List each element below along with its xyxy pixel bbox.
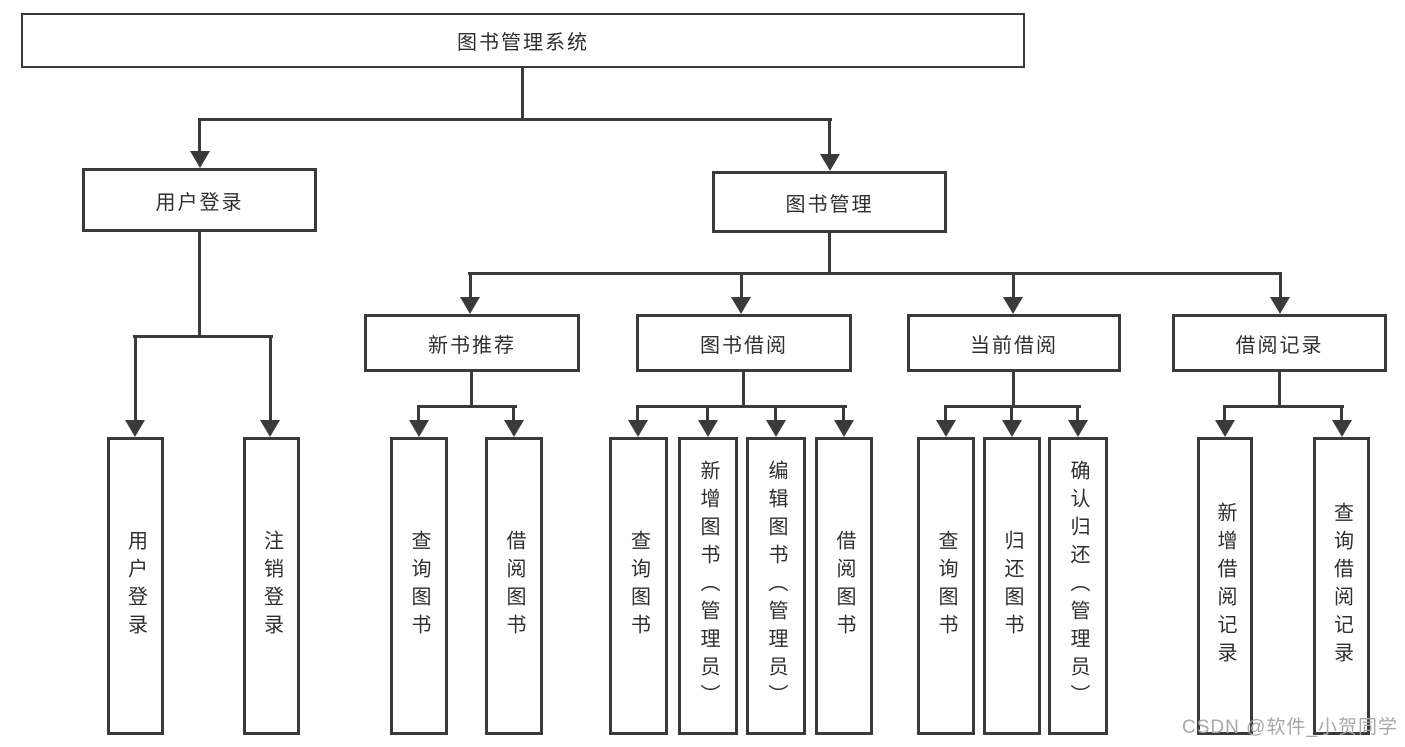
leaf-user-login: 用户登录: [107, 437, 164, 735]
connector-line: [828, 233, 831, 272]
connector-line: [944, 405, 947, 420]
arrowhead-icon: [1270, 297, 1290, 314]
arrowhead-icon: [628, 420, 648, 437]
node-label: 新增借阅记录: [1214, 502, 1236, 670]
connector-line: [842, 405, 845, 420]
node-label: 查询图书: [627, 530, 650, 642]
node-label: 编辑图书（管理员）: [765, 460, 787, 712]
node-borrowing-records: 借阅记录: [1172, 314, 1387, 372]
connector-line: [417, 405, 517, 408]
connector-line: [1223, 405, 1226, 420]
connector-line: [198, 118, 832, 121]
node-user-login: 用户登录: [82, 168, 317, 232]
arrowhead-icon: [1332, 420, 1352, 437]
connector-line: [468, 272, 1282, 275]
node-label: 注销登录: [260, 530, 283, 642]
connector-line: [1279, 272, 1282, 297]
leaf-query-books: 查询图书: [390, 437, 448, 735]
arrowhead-icon: [190, 151, 210, 168]
leaf-add-borrow-record: 新增借阅记录: [1197, 437, 1253, 735]
connector-line: [742, 372, 745, 405]
connector-line: [269, 335, 272, 420]
connector-line: [198, 232, 201, 335]
node-label: 新书推荐: [428, 334, 516, 357]
arrowhead-icon: [936, 420, 956, 437]
node-label: 当前借阅: [970, 334, 1058, 357]
arrowhead-icon: [260, 420, 280, 437]
node-label: 归还图书: [1001, 530, 1023, 642]
connector-line: [774, 405, 777, 420]
arrowhead-icon: [820, 154, 840, 171]
leaf-add-books-admin: 新增图书（管理员）: [678, 437, 738, 735]
connector-line: [1223, 405, 1344, 408]
arrowhead-icon: [834, 420, 854, 437]
node-new-book-recommend: 新书推荐: [364, 314, 580, 372]
connector-line: [470, 372, 473, 405]
connector-line: [1278, 372, 1281, 405]
connector-line: [512, 405, 515, 420]
leaf-borrow-books-2: 借阅图书: [815, 437, 873, 735]
node-label: 借阅记录: [1235, 334, 1324, 357]
connector-line: [1076, 405, 1079, 420]
connector-line: [1012, 272, 1015, 297]
node-library-management-system: 图书管理系统: [21, 13, 1025, 68]
connector-line: [469, 272, 472, 297]
arrowhead-icon: [766, 420, 786, 437]
arrowhead-icon: [460, 297, 480, 314]
connector-line: [133, 335, 273, 338]
arrowhead-icon: [731, 297, 751, 314]
node-label: 新增图书（管理员）: [697, 460, 719, 712]
connector-line: [417, 405, 420, 420]
node-label: 用户登录: [124, 530, 147, 642]
connector-line: [134, 335, 137, 420]
node-current-borrowing: 当前借阅: [907, 314, 1121, 372]
node-label: 借阅图书: [503, 530, 525, 642]
node-label: 图书借阅: [700, 334, 788, 357]
connector-line: [636, 405, 639, 420]
arrowhead-icon: [504, 420, 524, 437]
node-label: 查询图书: [935, 530, 957, 642]
connector-line: [521, 68, 524, 118]
leaf-return-books: 归还图书: [983, 437, 1041, 735]
connector-line: [828, 118, 831, 154]
node-label: 图书管理: [785, 193, 874, 216]
arrowhead-icon: [409, 420, 429, 437]
connector-line: [1340, 405, 1343, 420]
arrowhead-icon: [1068, 420, 1088, 437]
leaf-query-books-2: 查询图书: [609, 437, 668, 735]
node-label: 查询借阅记录: [1330, 502, 1353, 670]
leaf-query-borrow-record: 查询借阅记录: [1313, 437, 1370, 735]
leaf-borrow-books: 借阅图书: [485, 437, 543, 735]
node-label: 用户登录: [155, 191, 244, 214]
arrowhead-icon: [1003, 297, 1023, 314]
node-book-borrowing: 图书借阅: [636, 314, 852, 372]
node-label: 图书管理系统: [457, 32, 589, 54]
connector-line: [636, 405, 847, 408]
connector-line: [198, 118, 201, 151]
leaf-edit-books-admin: 编辑图书（管理员）: [746, 437, 806, 735]
arrowhead-icon: [125, 420, 145, 437]
leaf-logout: 注销登录: [243, 437, 300, 735]
node-label: 确认归还（管理员）: [1067, 460, 1089, 712]
node-label: 借阅图书: [833, 530, 855, 642]
connector-line: [706, 405, 709, 420]
connector-line: [1012, 372, 1015, 405]
leaf-query-books-3: 查询图书: [917, 437, 975, 735]
node-label: 查询图书: [408, 530, 430, 642]
leaf-confirm-return-admin: 确认归还（管理员）: [1048, 437, 1108, 735]
connector-line: [740, 272, 743, 297]
csdn-watermark: CSDN @软件_小贺同学: [1182, 717, 1398, 738]
arrowhead-icon: [1002, 420, 1022, 437]
connector-line: [1010, 405, 1013, 420]
arrowhead-icon: [1215, 420, 1235, 437]
arrowhead-icon: [698, 420, 718, 437]
node-book-management: 图书管理: [712, 171, 947, 233]
